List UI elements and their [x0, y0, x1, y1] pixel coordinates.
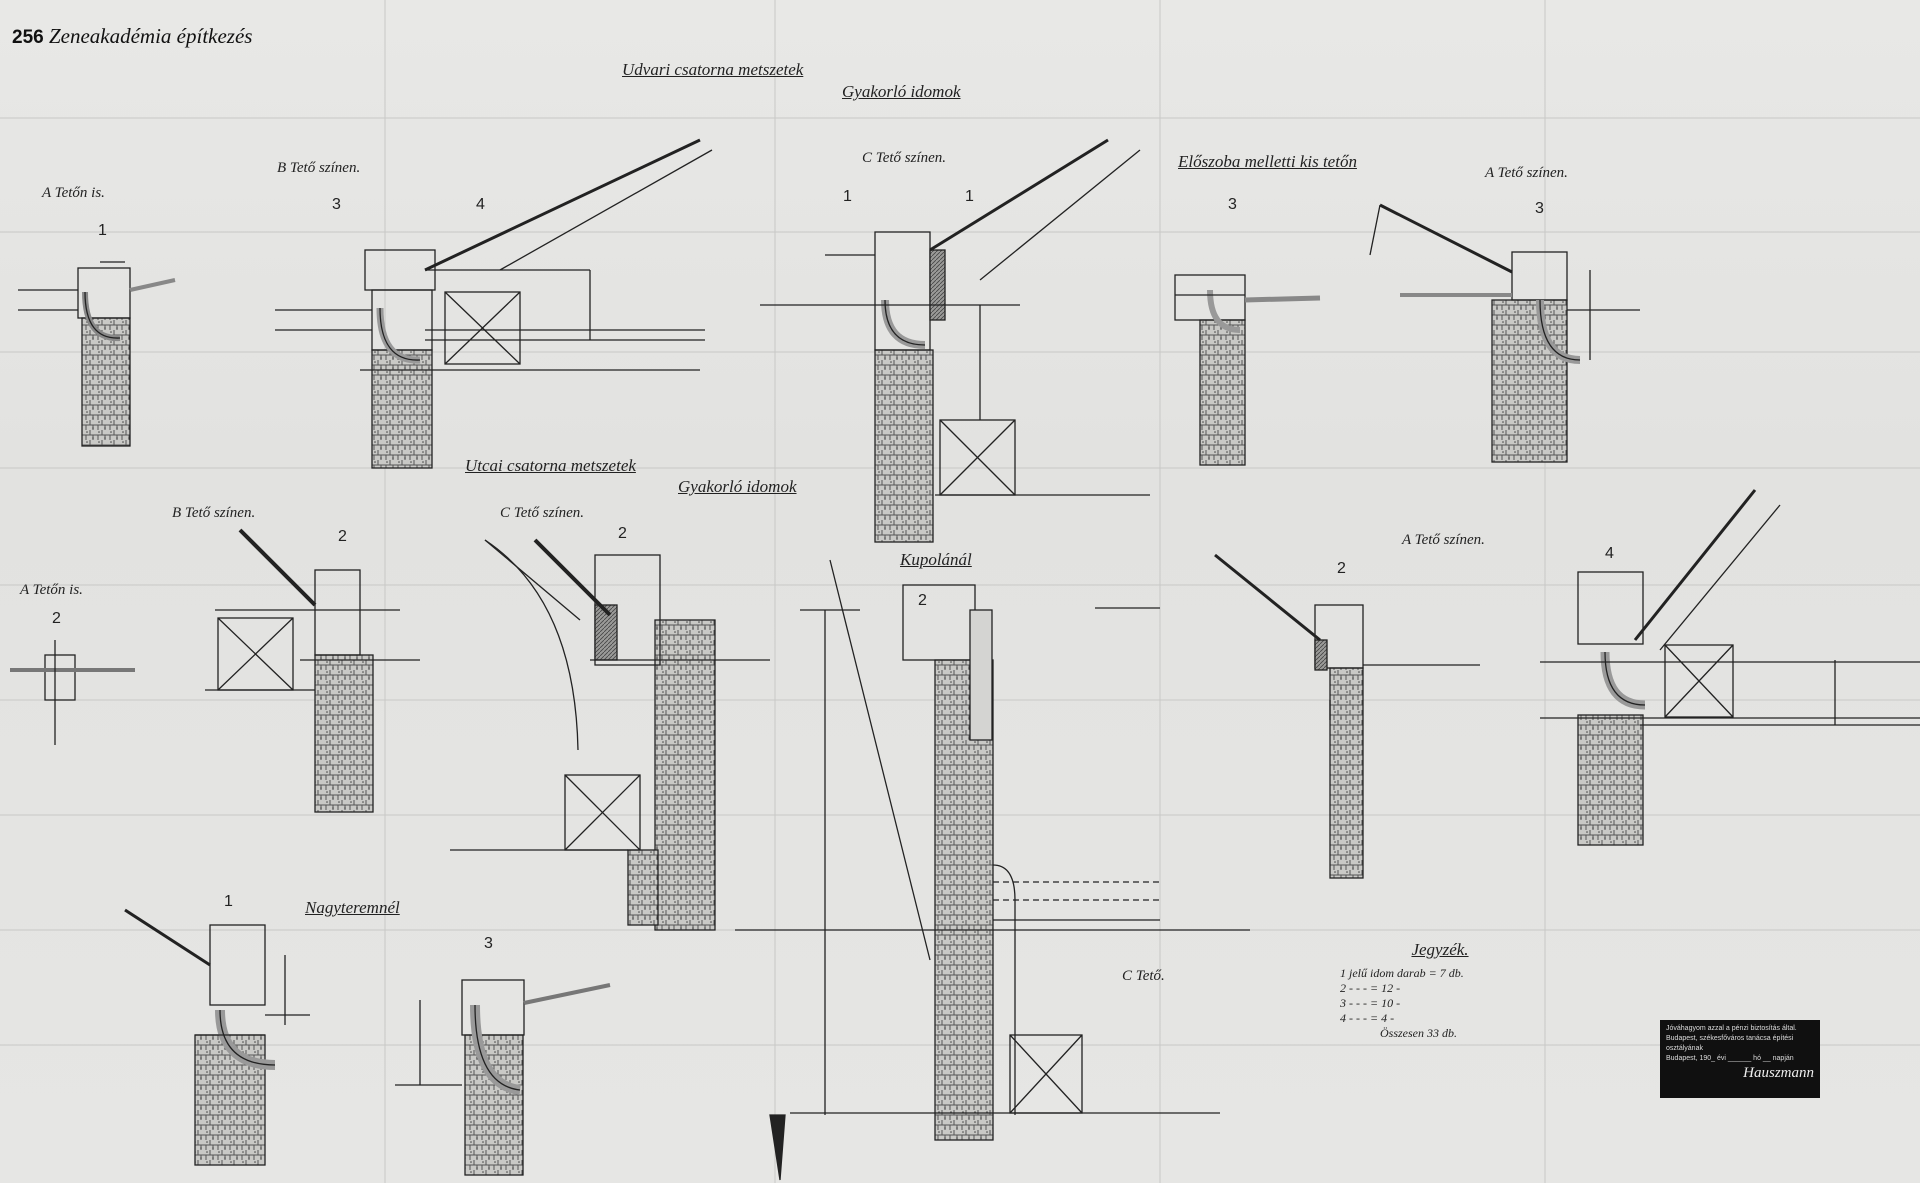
detail-eloszoba-3 [1174, 274, 1321, 466]
detail-number: 2 [338, 528, 347, 545]
detail-number: 1 [843, 188, 852, 205]
detail-number: 2 [918, 592, 927, 609]
heading-udvari: Udvari csatorna metszetek [622, 60, 804, 79]
legend-box: Jegyzék. 1 jelű idom darab = 7 db. 2 - -… [1340, 940, 1540, 1041]
legend-row: 1 jelű idom darab = 7 db. [1340, 966, 1464, 980]
label-b-teto-szinen-1: B Tető színen. [277, 160, 361, 176]
label-c-teto: C Tető. [1122, 968, 1165, 984]
detail-number: 2 [1337, 560, 1346, 577]
detail-number: 3 [484, 935, 493, 952]
detail-kupola-2 [735, 559, 1250, 1181]
legend-row: 2 - - - = 12 - [1340, 981, 1401, 995]
heading-gyakorlo-mid: Gyakorló idomok [678, 477, 797, 496]
detail-number: 3 [1535, 200, 1544, 217]
detail-b-top-3 [275, 249, 700, 469]
detail-number: 1 [965, 188, 974, 205]
heading-eloszoba: Előszoba melletti kis tetőn [1178, 152, 1357, 171]
detail-b-top-4 [424, 138, 713, 365]
detail-c-mid-2 [450, 538, 770, 931]
heading-utcai: Utcai csatorna metszetek [465, 456, 636, 475]
detail-nagyterem-1 [124, 908, 310, 1166]
stamp-signature: Hauszmann [1743, 1065, 1814, 1081]
detail-b-mid-2 [205, 528, 420, 813]
detail-number: 4 [476, 196, 485, 213]
detail-a-mid-right-2 [1214, 553, 1480, 879]
detail-number: 2 [52, 610, 61, 627]
label-a-teto-szinen-1: A Tető színen. [1485, 165, 1568, 181]
stamp-line: Budapest, székesfőváros tanácsa építési … [1666, 1035, 1794, 1052]
detail-a-mid-2 [10, 640, 135, 745]
detail-a-top-3 [1369, 203, 1640, 463]
legend-title: Jegyzék. [1411, 940, 1469, 959]
detail-a-top-1 [18, 261, 176, 447]
detail-c-top-1 [760, 138, 1150, 543]
label-a-teto-szinen-2: A Tető színen. [1402, 532, 1485, 548]
detail-number: 1 [98, 222, 107, 239]
detail-number: 3 [332, 196, 341, 213]
detail-bottom-3 [395, 979, 611, 1176]
sheet-title: 256 Zeneakadémia építkezés [12, 24, 252, 49]
heading-kupola: Kupolánál [900, 550, 972, 569]
stamp-line: Budapest, 190_ évi ______ hó __ napján [1666, 1055, 1794, 1062]
label-b-teto-szinen-2: B Tető színen. [172, 505, 256, 521]
label-c-teto-szinen-1: C Tető színen. [862, 150, 947, 166]
detail-number: 2 [618, 525, 627, 542]
detail-number: 3 [1228, 196, 1237, 213]
detail-number: 1 [224, 893, 233, 910]
legend-row: 3 - - - = 10 - [1340, 996, 1401, 1010]
legend-row: 4 - - - = 4 - [1340, 1011, 1395, 1025]
page-number: 256 [12, 27, 44, 48]
label-c-teto-szinen-2: C Tető színen. [500, 505, 585, 521]
detail-a-mid-right-4 [1540, 489, 1920, 846]
legend-total: Összesen 33 db. [1380, 1026, 1457, 1040]
label-a-tetoin-2: A Tetőn is. [20, 582, 83, 598]
approval-stamp: Jóváhagyom azzal a pénzi biztosítás álta… [1660, 1020, 1820, 1098]
stamp-line: Jóváhagyom azzal a pénzi biztosítás álta… [1666, 1025, 1797, 1032]
title-text: Zeneakadémia építkezés [48, 24, 253, 48]
heading-nagyterem: Nagyteremnél [305, 898, 400, 917]
heading-gyakorlo-top: Gyakorló idomok [842, 82, 961, 101]
label-a-tetoin-1: A Tetőn is. [42, 185, 105, 201]
detail-number: 4 [1605, 545, 1614, 562]
